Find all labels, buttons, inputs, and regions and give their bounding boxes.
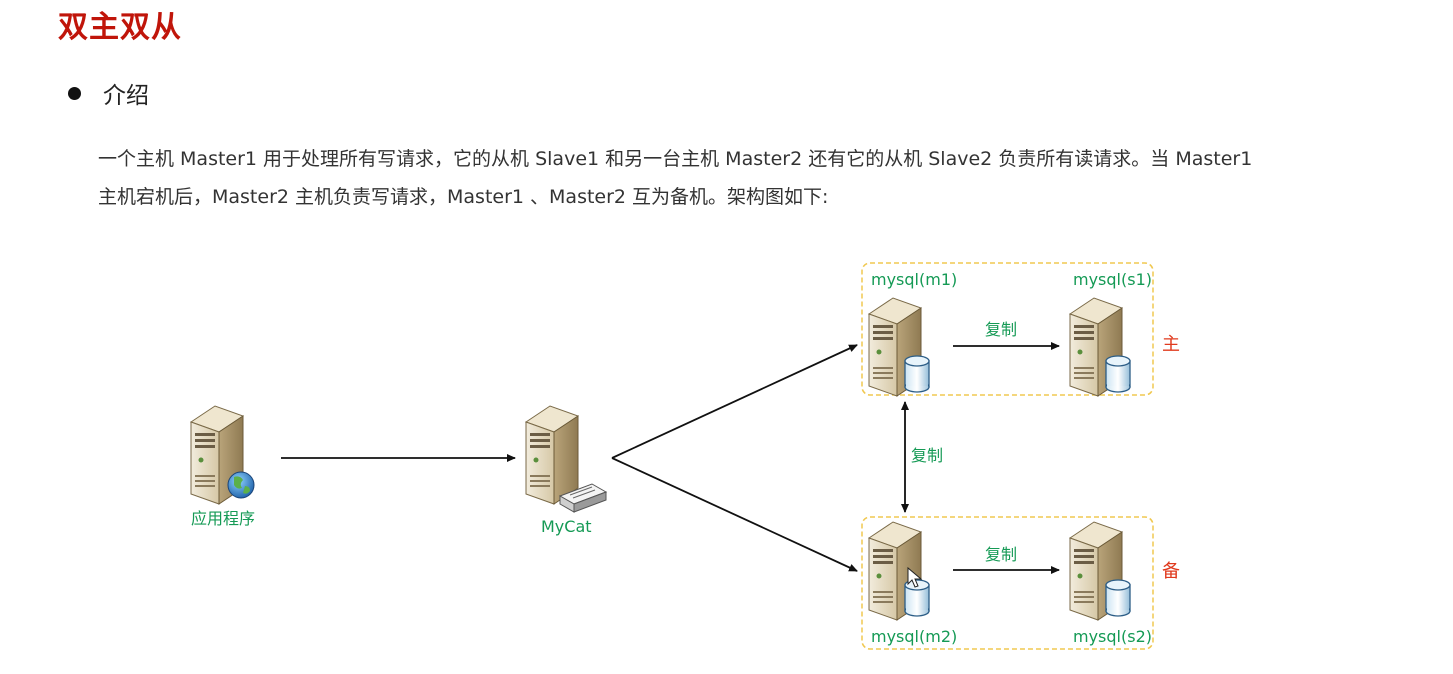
intro-paragraph: 一个主机 Master1 用于处理所有写请求，它的从机 Slave1 和另一台主… — [98, 140, 1398, 216]
replicate-middle-label: 复制 — [911, 446, 943, 465]
mysql-s2-server — [1069, 521, 1131, 621]
s1-label: mysql(s1) — [1073, 270, 1152, 289]
mycat-server — [525, 405, 608, 513]
globe-icon — [227, 471, 255, 499]
primary-label: 主 — [1162, 334, 1180, 355]
replicate-top-label: 复制 — [985, 320, 1017, 339]
database-icon — [904, 355, 930, 393]
section-heading: 介绍 — [103, 83, 149, 109]
mysql-m1-server — [868, 297, 930, 397]
m2-label: mysql(m2) — [871, 627, 957, 646]
mycat-label: MyCat — [541, 517, 592, 536]
database-icon — [1105, 355, 1131, 393]
backup-label: 备 — [1162, 561, 1180, 582]
section-bullet: 介绍 — [68, 76, 149, 110]
paragraph-line-2: 主机宕机后，Master2 主机负责写请求，Master1 、Master2 互… — [98, 186, 829, 208]
primary-group-box — [861, 262, 1154, 396]
mycat-to-m2-arrow — [611, 457, 858, 572]
mysql-s1-server — [1069, 297, 1131, 397]
mycat-to-m1-arrow — [611, 344, 858, 459]
app-label: 应用程序 — [191, 509, 255, 528]
database-icon — [1105, 579, 1131, 617]
server-icon — [525, 405, 579, 505]
mouse-cursor-icon — [907, 566, 923, 588]
backup-group-box — [861, 516, 1154, 650]
app-server — [190, 405, 255, 505]
replicate-bottom-label: 复制 — [985, 545, 1017, 564]
page-title: 双主双从 — [58, 10, 182, 45]
router-icon — [558, 483, 608, 513]
paragraph-line-1: 一个主机 Master1 用于处理所有写请求，它的从机 Slave1 和另一台主… — [98, 148, 1253, 170]
s2-label: mysql(s2) — [1073, 627, 1152, 646]
bullet-dot-icon — [68, 86, 81, 100]
m1-label: mysql(m1) — [871, 270, 957, 289]
mysql-m2-server — [868, 521, 930, 621]
